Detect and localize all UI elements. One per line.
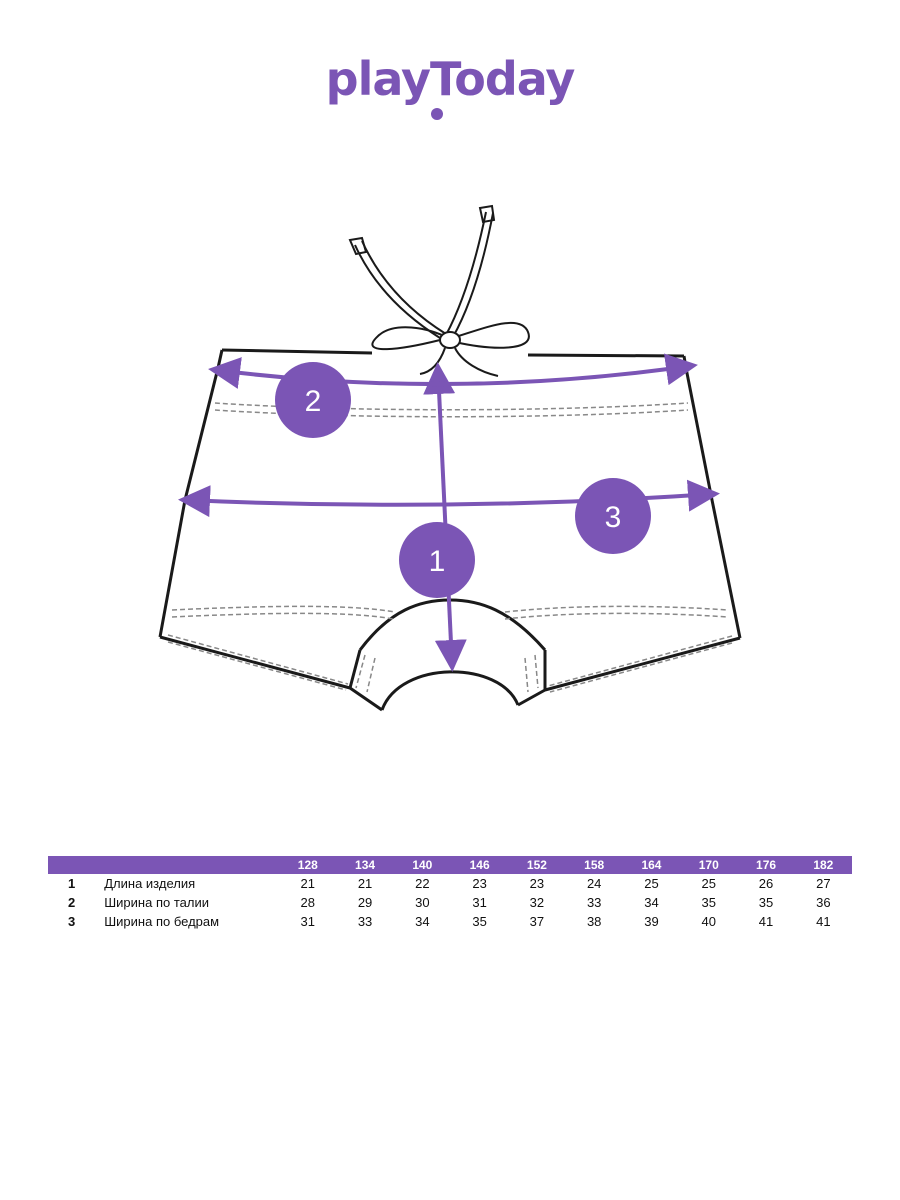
callout-2-label: 2 <box>305 385 322 418</box>
size-chart-table: 128 134 140 146 152 158 164 170 176 182 … <box>48 856 852 931</box>
table-cell: 29 <box>357 895 373 910</box>
table-cell: 30 <box>415 895 430 910</box>
table-cell: 23 <box>529 876 545 891</box>
table-cell: 33 <box>357 914 373 929</box>
size-header-cell: 170 <box>698 858 719 872</box>
callout-1-label: 1 <box>429 545 446 578</box>
size-header-cell: 134 <box>355 858 376 872</box>
header-blank-num <box>48 856 98 874</box>
callout-2: 2 <box>275 362 351 438</box>
table-cell: 41 <box>816 914 831 929</box>
size-header-cell: 182 <box>813 858 834 872</box>
size-header-row: 128 134 140 146 152 158 164 170 176 182 <box>48 856 852 874</box>
table-cell: 33 <box>586 895 602 910</box>
measurement-line-length <box>423 362 467 672</box>
table-cell: 36 <box>816 895 831 910</box>
measurement-line-waist <box>208 353 698 389</box>
header-blank-name <box>98 856 279 874</box>
table-cell: 40 <box>701 914 716 929</box>
size-header-cell: 128 <box>297 858 318 872</box>
callout-3-label: 3 <box>605 501 622 534</box>
callout-3: 3 <box>575 478 651 554</box>
table-cell: 35 <box>701 895 716 910</box>
table-cell: 28 <box>300 895 316 910</box>
size-header-cell: 146 <box>469 858 490 872</box>
table-cell: 27 <box>816 876 831 891</box>
table-cell: 34 <box>644 895 659 910</box>
row-number: 3 <box>68 914 76 929</box>
table-cell: 23 <box>472 876 487 891</box>
size-header-cell: 176 <box>756 858 777 872</box>
row-number: 2 <box>68 895 76 910</box>
table-cell: 35 <box>758 895 774 910</box>
row-measurement-name: Длина изделия <box>104 876 196 891</box>
size-header-cell: 158 <box>584 858 605 872</box>
callout-1: 1 <box>399 522 475 598</box>
table-cell: 21 <box>300 876 316 891</box>
brand-logo: playToday <box>0 52 900 106</box>
table-cell: 21 <box>357 876 373 891</box>
table-cell: 22 <box>415 876 430 891</box>
table-cell: 38 <box>586 914 602 929</box>
size-header-cell: 164 <box>641 858 662 872</box>
table-cell: 35 <box>472 914 487 929</box>
table-cell: 24 <box>586 876 602 891</box>
size-header-cell: 152 <box>526 858 547 872</box>
table-row: 3 Ширина по бедрам 31 33 34 35 37 38 39 … <box>48 912 852 931</box>
brand-logo-text: playToday <box>325 52 576 106</box>
table-row: 2 Ширина по талии 28 29 30 31 32 33 34 3… <box>48 893 852 912</box>
row-measurement-name: Ширина по бедрам <box>104 914 220 929</box>
table-cell: 25 <box>701 876 716 891</box>
table-cell: 31 <box>472 895 487 910</box>
brand-logo-dot <box>431 108 443 120</box>
table-cell: 25 <box>644 876 659 891</box>
table-cell: 32 <box>529 895 545 910</box>
row-measurement-name: Ширина по талии <box>104 895 209 910</box>
table-cell: 37 <box>529 914 545 929</box>
table-row: 1 Длина изделия 21 21 22 23 23 24 25 25 … <box>48 874 852 893</box>
drawstring <box>348 204 530 377</box>
table-cell: 26 <box>758 876 774 891</box>
swim-trunks-drawing: 1 2 3 <box>158 204 742 712</box>
row-number: 1 <box>68 876 76 891</box>
size-header-cell: 140 <box>412 858 433 872</box>
table-cell: 41 <box>758 914 774 929</box>
table-cell: 31 <box>300 914 316 929</box>
table-cell: 39 <box>644 914 659 929</box>
measurement-diagram: 1 2 3 <box>0 190 900 730</box>
table-cell: 34 <box>415 914 430 929</box>
